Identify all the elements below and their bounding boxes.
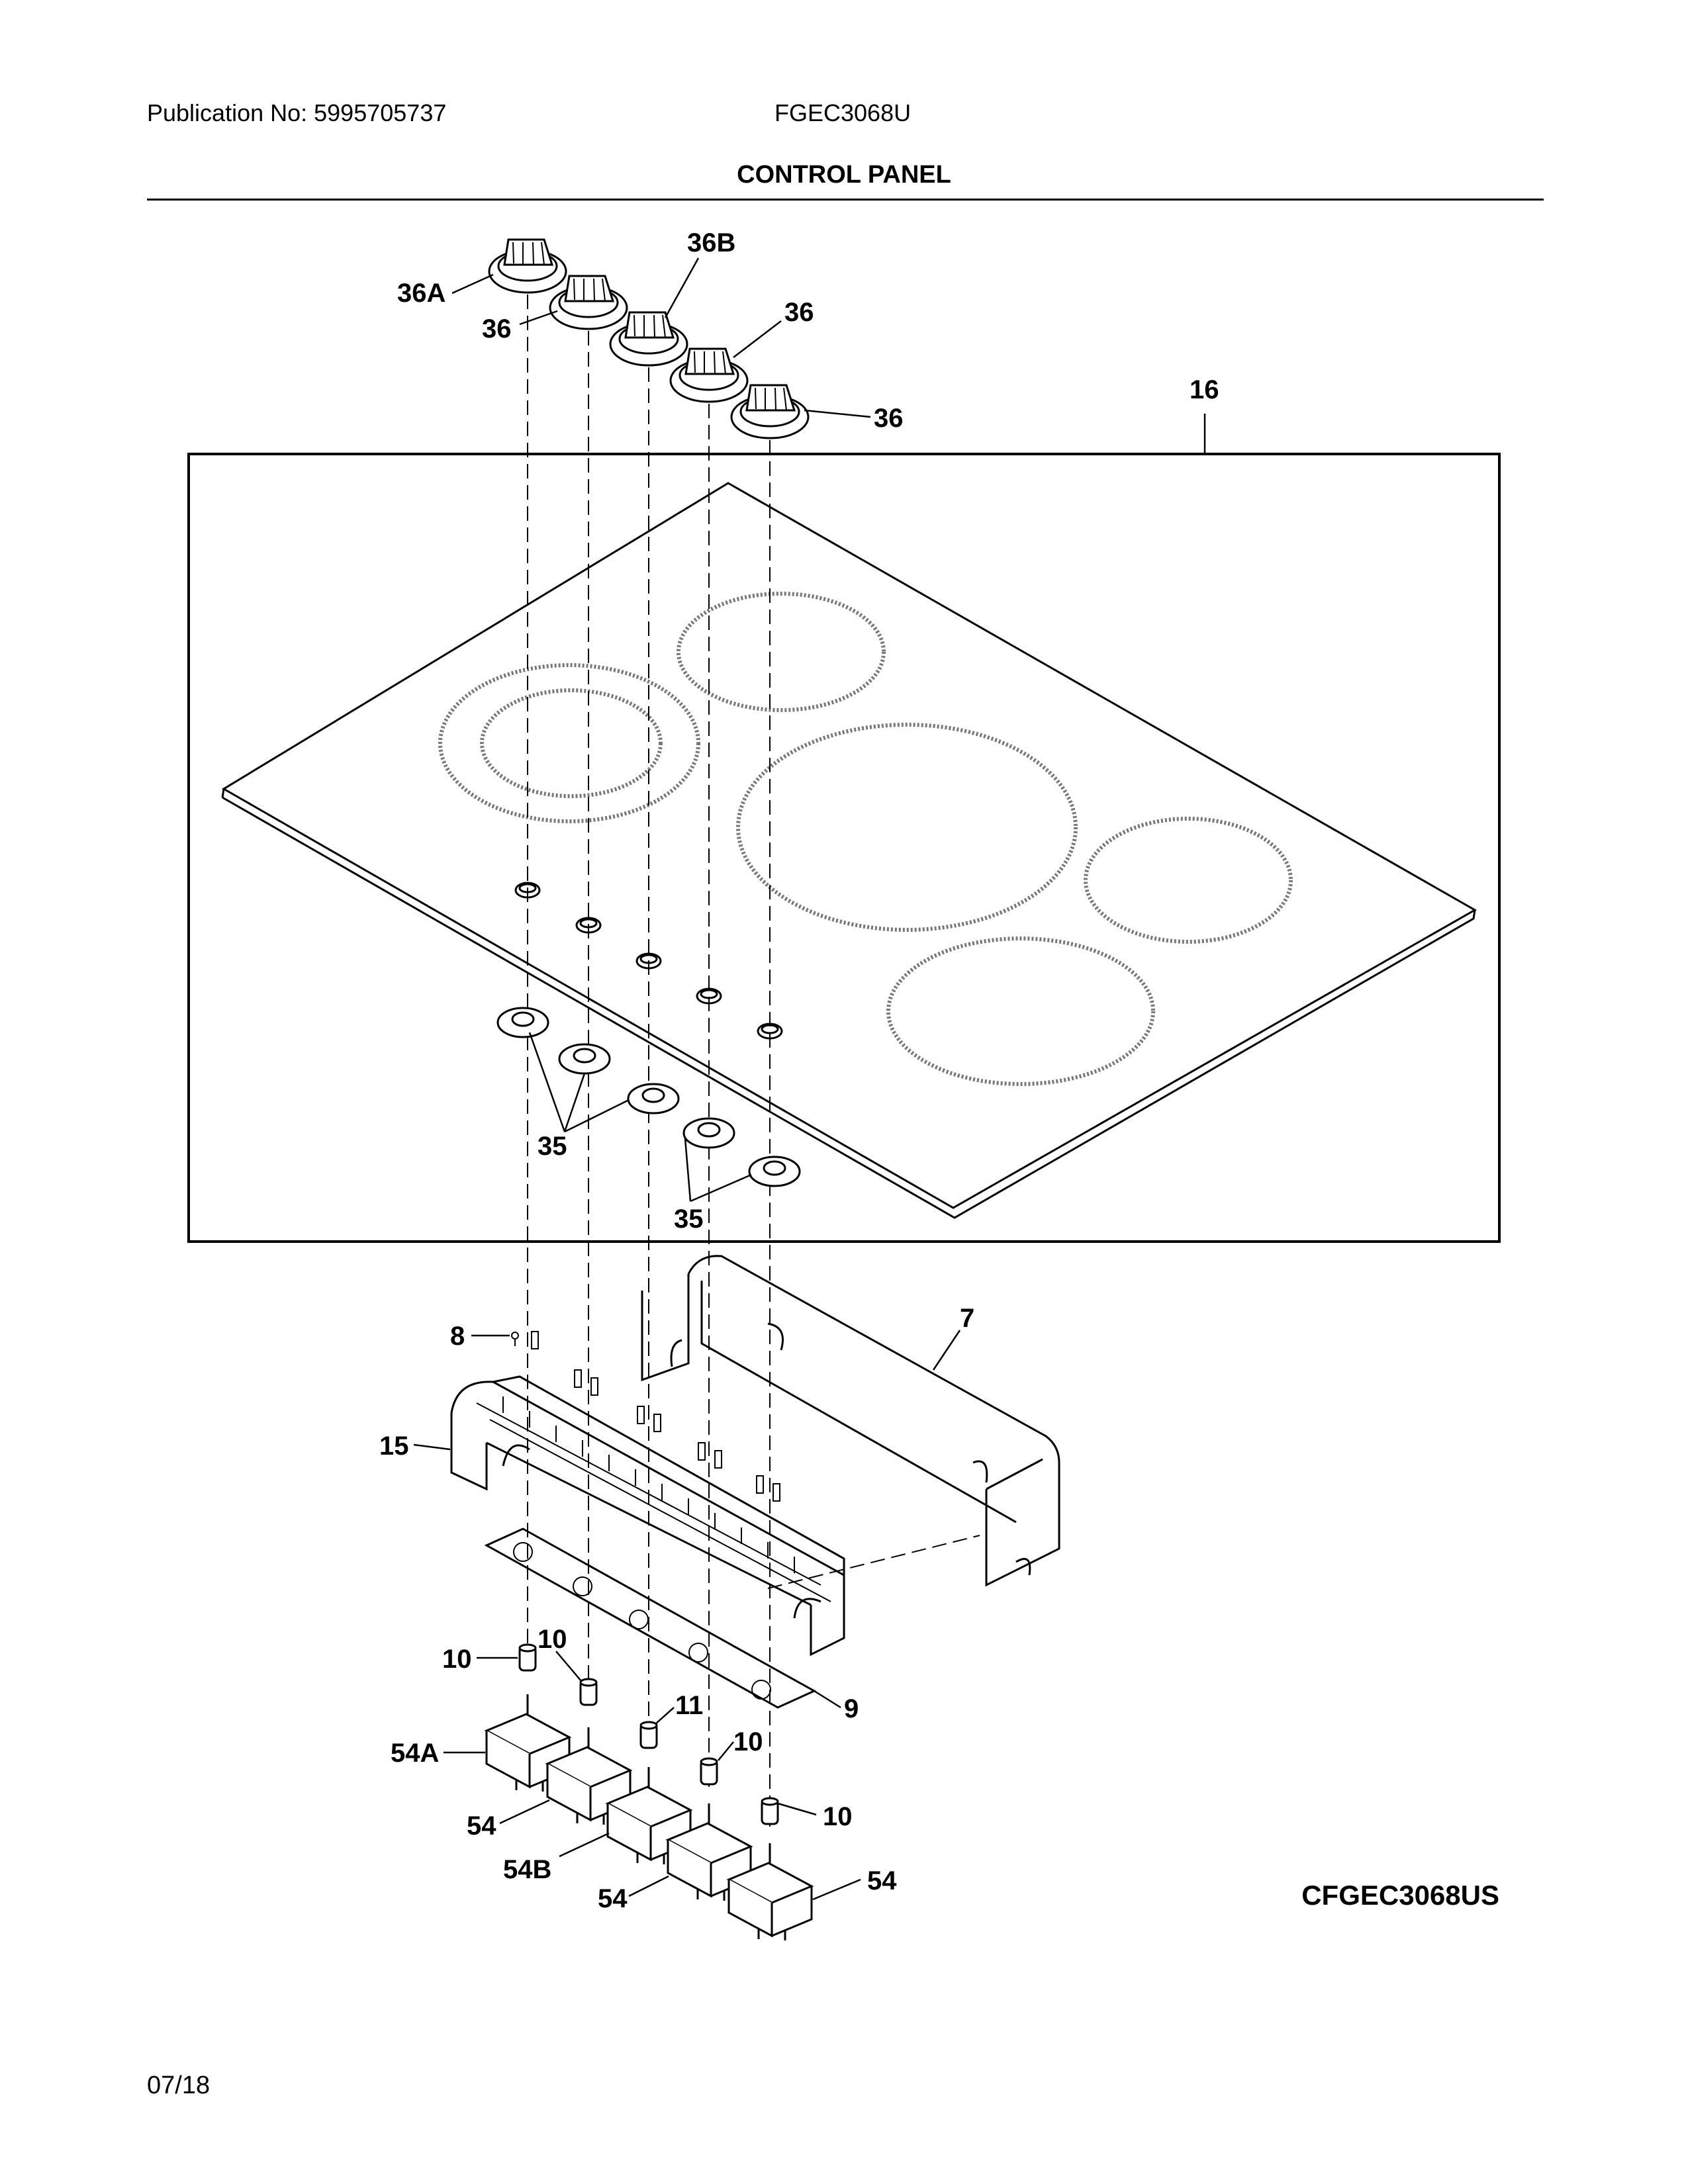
callout-7: 7 — [960, 1304, 974, 1333]
model-number: FGEC3068U — [774, 99, 912, 126]
glass-cooktop — [221, 482, 1477, 1219]
knob-36-third — [730, 384, 810, 439]
callout-54-third: 54 — [867, 1866, 897, 1895]
burner-rear-center — [677, 592, 886, 712]
callout-36-second: 36 — [784, 298, 814, 327]
burner-dual-outer — [438, 663, 700, 823]
callout-9: 9 — [844, 1694, 859, 1723]
callout-16: 16 — [1190, 375, 1219, 404]
switch-54-second — [665, 1803, 753, 1901]
assembly-center-lines — [527, 295, 980, 1827]
switch-54a — [484, 1694, 572, 1792]
callout-36b: 36B — [687, 228, 735, 257]
header-rule — [147, 199, 1544, 201]
callout-54b: 54B — [503, 1855, 551, 1884]
diagram-code: CFGEC3068US — [1301, 1880, 1499, 1911]
bracket — [641, 1255, 1060, 1587]
knob-36-second — [669, 347, 749, 403]
burner-right — [1084, 817, 1293, 944]
callout-10-fourth: 10 — [823, 1802, 853, 1831]
cooktop-frame — [187, 453, 1501, 1243]
callout-10-third: 10 — [733, 1727, 763, 1756]
callout-35-left: 35 — [538, 1132, 567, 1161]
callout-35-right: 35 — [674, 1205, 704, 1234]
revision-date: 07/18 — [147, 2071, 211, 2099]
infinite-switches — [484, 1694, 814, 1940]
section-title: CONTROL PANEL — [737, 161, 951, 189]
callout-36-third: 36 — [874, 404, 904, 433]
screws — [511, 1331, 780, 1502]
callout-10-first: 10 — [442, 1645, 472, 1674]
publication-number: Publication No: 5995705737 — [147, 99, 447, 126]
callout-36a: 36A — [397, 279, 445, 308]
callout-54-second: 54 — [598, 1884, 628, 1913]
knobs — [488, 238, 810, 439]
spacers — [518, 1643, 779, 1825]
leader-lines — [413, 257, 1206, 1901]
callout-54a: 54A — [391, 1739, 439, 1768]
callout-labels: 36A 36 36B 36 36 16 35 35 8 7 15 10 10 1… — [379, 228, 1219, 1913]
control-panel-housing — [450, 1375, 845, 1657]
burner-front — [886, 936, 1155, 1086]
callout-10-second: 10 — [538, 1625, 567, 1654]
housing-ribs — [476, 1396, 831, 1602]
callout-36-first: 36 — [482, 314, 512, 343]
burner-circles — [438, 592, 1293, 1086]
callout-15: 15 — [379, 1432, 409, 1461]
burner-dual-inner — [480, 688, 663, 798]
callout-54-first: 54 — [467, 1811, 496, 1841]
knob-36-first — [549, 275, 628, 330]
burner-large — [736, 723, 1078, 932]
knob-36b — [609, 311, 688, 367]
switch-54-third — [726, 1843, 814, 1940]
callout-8: 8 — [450, 1322, 465, 1351]
switch-54b — [605, 1767, 693, 1864]
callout-11: 11 — [675, 1691, 703, 1720]
knob-36a — [488, 238, 567, 294]
